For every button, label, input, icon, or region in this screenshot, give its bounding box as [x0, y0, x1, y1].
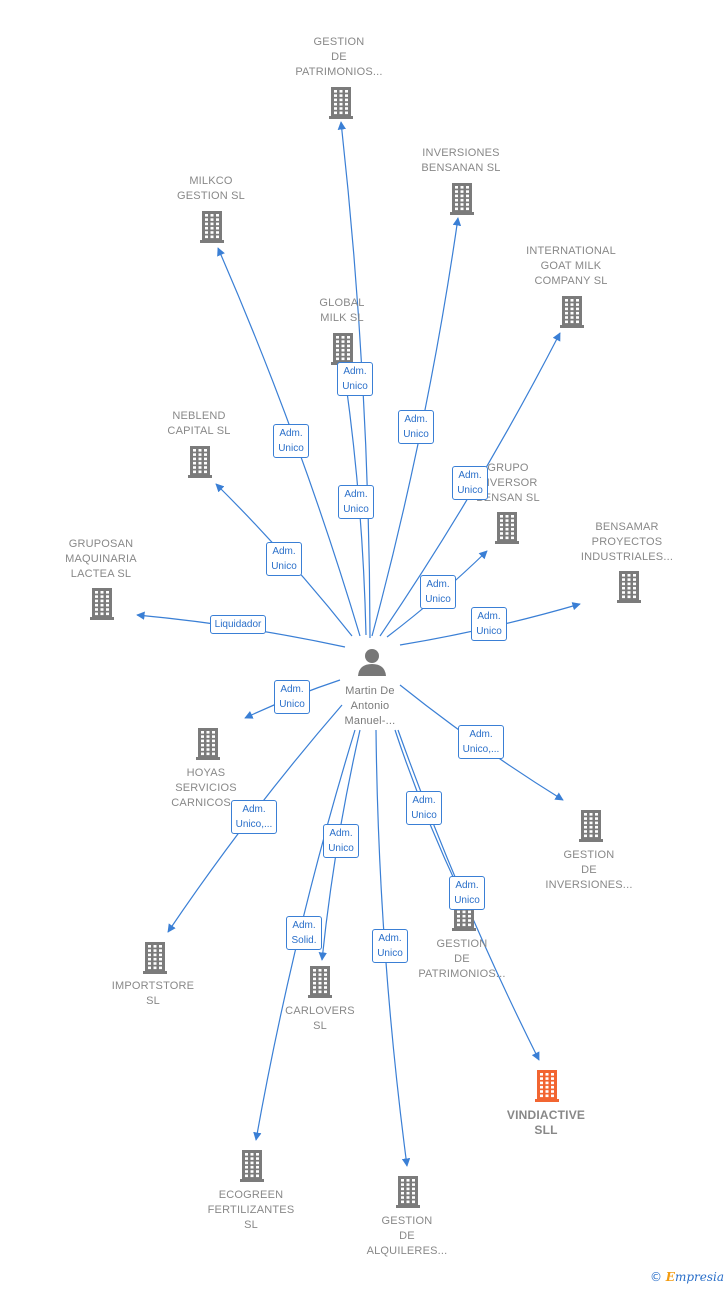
building-icon[interactable]: [331, 333, 355, 365]
node-label-milkco-gestion: MILKCO GESTION SL: [176, 175, 246, 202]
edge-label-ecogreen[interactable]: Adm. Solid.: [286, 916, 322, 950]
edge-label-gestion-patrimonios-top[interactable]: Adm. Unico: [337, 362, 373, 396]
person-icon[interactable]: [358, 649, 386, 676]
edge-label-gruposan-maquinaria[interactable]: Liquidador: [209, 614, 267, 634]
edge-label-bensamar-proyectos[interactable]: Adm. Unico: [471, 607, 507, 641]
building-icon[interactable]: [143, 942, 167, 974]
edge-label-neblend-capital[interactable]: Adm. Unico: [266, 542, 302, 576]
building-icon[interactable]: [196, 728, 220, 760]
edge-label-vindiactive[interactable]: Adm. Unico: [449, 876, 485, 910]
edge-label-international-goat-milk[interactable]: Adm. Unico: [452, 466, 488, 500]
node-label-neblend-capital: NEBLEND CAPITAL SL: [167, 410, 231, 437]
empresia-watermark: © Empresia: [650, 1270, 724, 1284]
edge-label-hoyas-servicios[interactable]: Adm. Unico: [274, 680, 310, 714]
node-label-grupo-inversor: GRUPO INVERSOR BENSAN SL: [476, 461, 540, 504]
edge-label-gestion-inversiones[interactable]: Adm. Unico,...: [457, 725, 505, 759]
node-label-gestion-patrimonios-top: GESTION DE PATRIMONIOS...: [295, 35, 383, 78]
brand-rest: mpresia: [674, 1270, 724, 1284]
building-icon[interactable]: [308, 966, 332, 998]
building-icon[interactable]: [560, 296, 584, 328]
node-label-bensamar-proyectos: BENSAMAR PROYECTOS INDUSTRIALES...: [580, 520, 674, 563]
edge-label-gestion-alquileres[interactable]: Adm. Unico: [372, 929, 408, 963]
building-icon[interactable]: [579, 810, 603, 842]
building-icon[interactable]: [495, 512, 519, 544]
building-icon[interactable]: [329, 87, 353, 119]
building-icon[interactable]: [200, 211, 224, 243]
building-icon[interactable]: [450, 183, 474, 215]
edge-label-inversiones-bensanan[interactable]: Adm. Unico: [398, 410, 434, 444]
node-label-global-milk: GLOBAL MILK SL: [319, 297, 365, 324]
edge-label-global-milk[interactable]: Adm. Unico: [338, 485, 374, 519]
node-label-carlovers: CARLOVERS SL: [285, 1005, 355, 1032]
edge-label-milkco-gestion[interactable]: Adm. Unico: [273, 424, 309, 458]
node-label-gestion-alquileres: GESTION DE ALQUILERES...: [366, 1214, 448, 1257]
person-name-label: Martin De Antonio Manuel-...: [344, 684, 396, 727]
node-label-international-goat-milk: INTERNATIONAL GOAT MILK COMPANY SL: [526, 244, 616, 287]
node-label-hoyas-servicios: HOYAS SERVICIOS CARNICOS...: [171, 766, 241, 809]
node-label-vindiactive: VINDIACTIVE SLL: [506, 1108, 586, 1137]
building-icon[interactable]: [240, 1150, 264, 1182]
node-label-inversiones-bensanan: INVERSIONES BENSANAN SL: [421, 147, 501, 174]
node-label-gestion-patrimonios-mid: GESTION DE PATRIMONIOS...: [418, 937, 506, 980]
node-label-ecogreen: ECOGREEN FERTILIZANTES SL: [207, 1188, 295, 1231]
building-icon[interactable]: [535, 1070, 559, 1102]
node-label-gestion-inversiones: GESTION DE INVERSIONES...: [545, 848, 633, 891]
edge-label-carlovers[interactable]: Adm. Unico: [323, 824, 359, 858]
edge-label-grupo-inversor[interactable]: Adm. Unico: [420, 575, 456, 609]
building-icon[interactable]: [617, 571, 641, 603]
building-icon[interactable]: [396, 1176, 420, 1208]
building-icon[interactable]: [188, 446, 212, 478]
node-label-gruposan-maquinaria: GRUPOSAN MAQUINARIA LACTEA SL: [65, 537, 137, 580]
copyright-symbol: ©: [649, 1270, 662, 1284]
building-icon[interactable]: [90, 588, 114, 620]
node-label-importstore: IMPORTSTORE SL: [111, 980, 195, 1007]
brand-initial: E: [665, 1270, 675, 1284]
edge-label-importstore[interactable]: Adm. Unico,...: [230, 800, 278, 834]
edge-label-gestion-patrimonios-mid[interactable]: Adm. Unico: [406, 791, 442, 825]
icons-layer: [90, 87, 641, 1208]
